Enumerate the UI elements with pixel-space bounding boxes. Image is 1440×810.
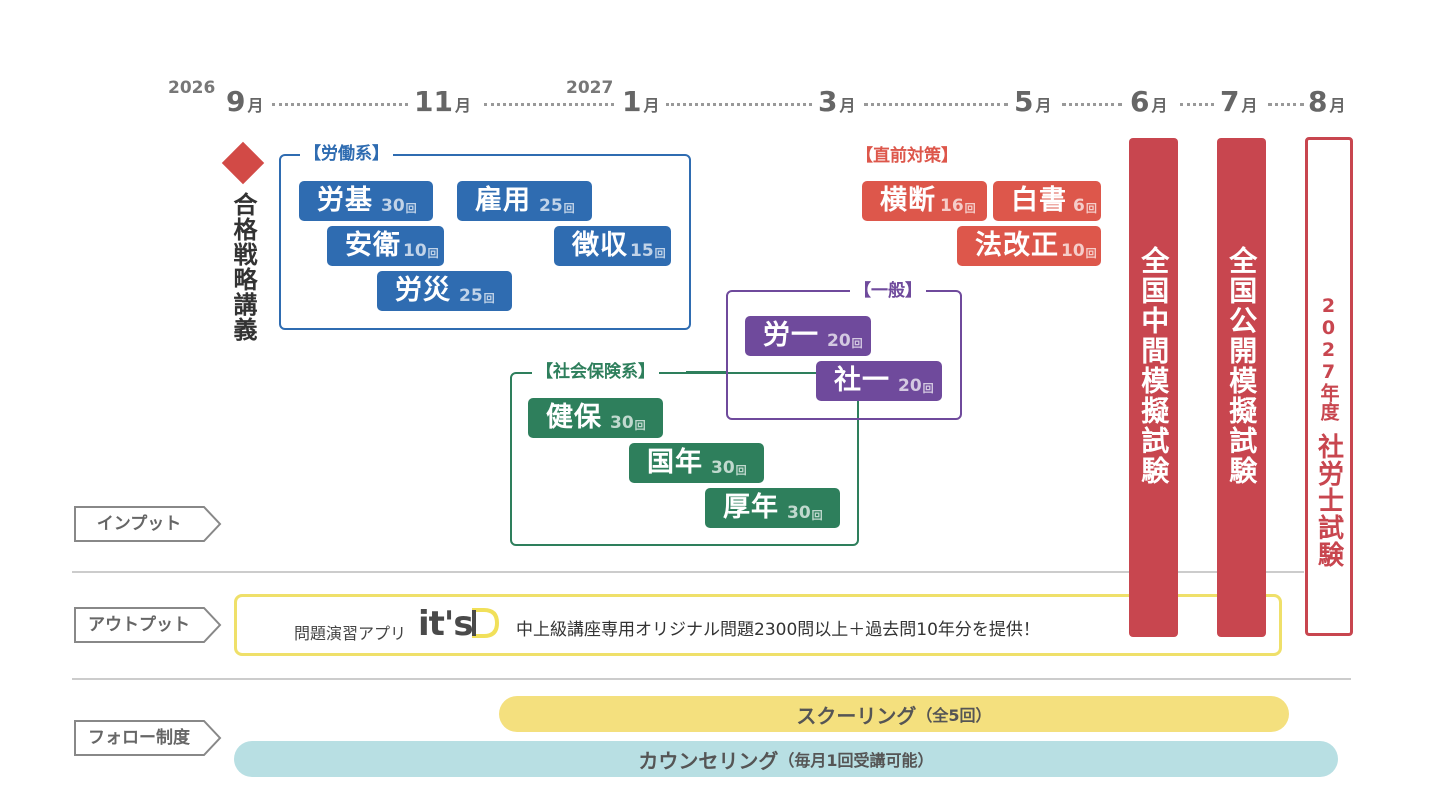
divider [72, 678, 1351, 680]
row-label-output: アウトプット [74, 607, 222, 643]
arrow-tag-shape [74, 607, 222, 643]
schooling-bar: スクーリング（全5回） [499, 696, 1289, 732]
sharoushi-exam-bar: 2027年度 社労士試験 [1305, 137, 1353, 636]
public-mock-exam-bar: 全国公開模擬試験 [1217, 138, 1266, 637]
timeline-dots [1268, 103, 1304, 106]
timeline-dots [1062, 103, 1122, 106]
social-group-title: 【社会保険系】 [532, 364, 659, 381]
national-mock-exam-bar: 全国中間模擬試験 [1129, 138, 1178, 637]
timeline-dots [666, 103, 812, 106]
timeline-dots [1180, 103, 1214, 106]
counseling-bar: カウンセリング（毎月1回受講可能） [234, 741, 1338, 777]
general-group-box [726, 290, 962, 420]
app-logo-d-mark [472, 608, 500, 638]
row-label-follow: フォロー制度 [74, 720, 222, 756]
app-logo: it's [418, 604, 474, 644]
row-label-input: インプット [74, 506, 222, 542]
final-group-title: 【直前対策】 [852, 148, 962, 165]
app-description: 中上級講座専用オリジナル問題2300問以上＋過去問10年分を提供！ [516, 620, 1040, 640]
labor-group-box [279, 154, 691, 330]
timeline-dots [272, 103, 408, 106]
output-app-box [234, 594, 1282, 656]
exam-year-label: 2027年度 [1317, 295, 1340, 421]
strategy-lecture-label: 合格戦略講義 [229, 192, 257, 342]
divider [72, 571, 1304, 573]
general-group-title: 【一般】 [850, 283, 926, 300]
timeline-dots [864, 103, 1008, 106]
diamond-icon [221, 141, 265, 185]
year-2026: 2026 [168, 78, 216, 98]
social-group-connector [686, 371, 726, 373]
exam-name-label: 社労士試験 [1313, 433, 1344, 568]
arrow-tag-shape [74, 720, 222, 756]
arrow-tag-shape [74, 506, 222, 542]
social-group-box [510, 372, 859, 546]
app-prefix-label: 問題演習アプリ [294, 624, 407, 643]
labor-group-title: 【労働系】 [300, 146, 393, 163]
year-2027: 2027 [566, 78, 614, 98]
timeline-dots [484, 103, 614, 106]
